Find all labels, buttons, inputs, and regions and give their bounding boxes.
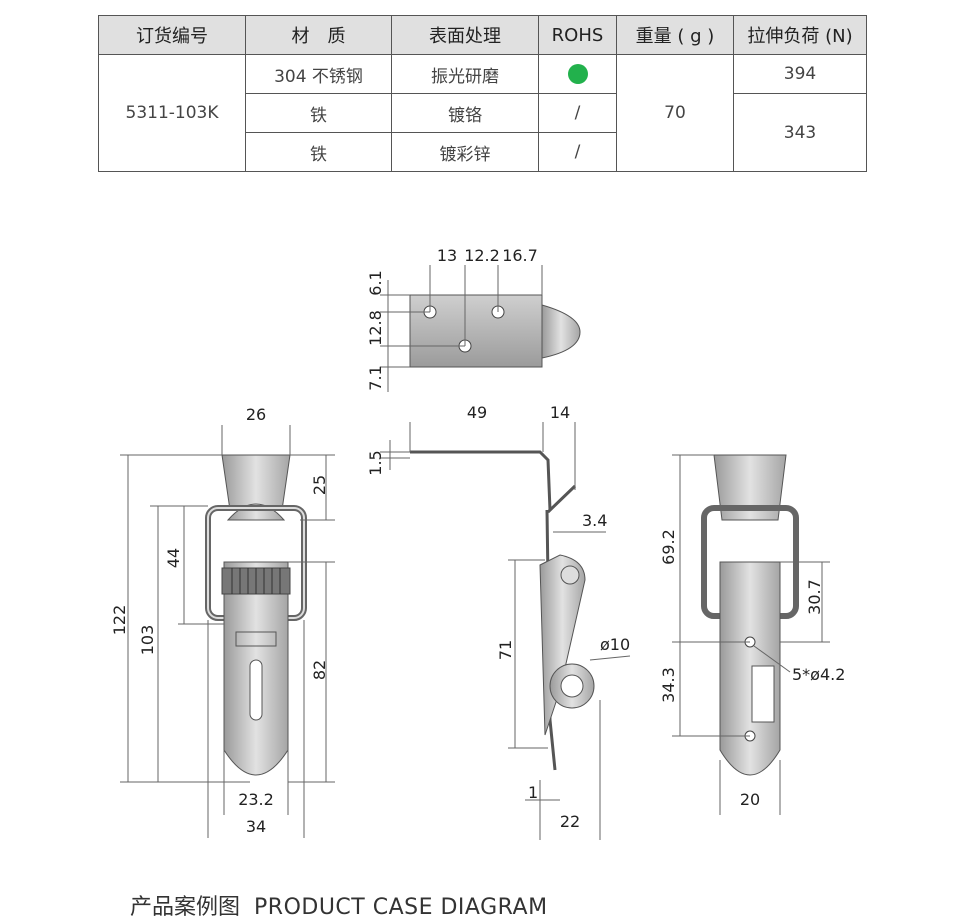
dim-back-30-7: 30.7 [805, 579, 824, 615]
dim-front-23-2: 23.2 [238, 790, 274, 809]
load-cell: 343 [733, 93, 867, 172]
dim-front-26: 26 [246, 405, 266, 424]
technical-drawing: 13 12.2 16.7 6.1 12.8 7.1 49 14 1.5 3.4 … [110, 246, 845, 840]
surface-cell: 振光研磨 [391, 54, 539, 94]
dim-side-49: 49 [467, 403, 487, 422]
weight-cell: 70 [616, 54, 734, 172]
load-cell: 394 [733, 54, 867, 94]
header-load: 拉伸负荷 (N) [733, 15, 867, 55]
dim-side-1-5: 1.5 [366, 450, 385, 475]
order-no-cell: 5311-103K [98, 54, 246, 172]
table-row: 铁 镀铬 / 343 [99, 93, 867, 172]
dim-front-103: 103 [138, 625, 157, 656]
rohs-compliant-dot-icon [567, 64, 588, 84]
section-title-cn: 产品案例图 [130, 895, 241, 920]
rohs-cell: / [538, 132, 617, 172]
table-row: 铁 镀彩锌 / [99, 132, 867, 172]
dim-front-82: 82 [310, 660, 329, 680]
surface-cell: 镀铬 [391, 93, 539, 133]
dim-back-20: 20 [740, 790, 760, 809]
dim-front-44: 44 [164, 548, 183, 568]
material-cell: 铁 [245, 132, 392, 172]
dim-side-hole: ø10 [600, 635, 630, 654]
side-view [380, 422, 631, 840]
dim-front-122: 122 [110, 605, 129, 636]
spec-table: 订货编号 材 质 表面处理 ROHS 重量 ( g ) 拉伸负荷 (N) 531… [98, 15, 867, 172]
material-cell: 304 不锈钢 [245, 54, 392, 94]
section-title: 产品案例图 PRODUCT CASE DIAGRAM [130, 889, 548, 921]
dim-side-71: 71 [496, 640, 515, 660]
header-order-no: 订货编号 [98, 15, 246, 55]
dim-side-14: 14 [550, 403, 570, 422]
dim-back-69-2: 69.2 [659, 529, 678, 565]
dim-top-12-8: 12.8 [366, 310, 385, 346]
dim-top-16-7: 16.7 [502, 246, 538, 265]
section-title-en: PRODUCT CASE DIAGRAM [254, 895, 548, 920]
dim-top-7-1: 7.1 [366, 365, 385, 390]
material-cell: 铁 [245, 93, 392, 133]
dim-side-22: 22 [560, 812, 580, 831]
dim-side-3-4: 3.4 [582, 511, 607, 530]
dim-top-12-2: 12.2 [464, 246, 500, 265]
top-view [380, 265, 581, 392]
dim-side-1: 1 [528, 783, 538, 802]
dim-top-13: 13 [437, 246, 457, 265]
dim-top-6-1: 6.1 [366, 270, 385, 295]
dim-back-hole: 5*ø4.2 [792, 665, 845, 684]
back-view [672, 454, 830, 815]
table-row: 5311-103K 304 不锈钢 振光研磨 70 394 [98, 54, 867, 172]
dim-front-34: 34 [246, 817, 266, 836]
dim-back-34-3: 34.3 [659, 667, 678, 703]
table-header-row: 订货编号 材 质 表面处理 ROHS 重量 ( g ) 拉伸负荷 (N) [98, 15, 867, 55]
header-weight: 重量 ( g ) [616, 15, 734, 55]
dim-front-25: 25 [310, 475, 329, 495]
front-view [120, 425, 335, 838]
